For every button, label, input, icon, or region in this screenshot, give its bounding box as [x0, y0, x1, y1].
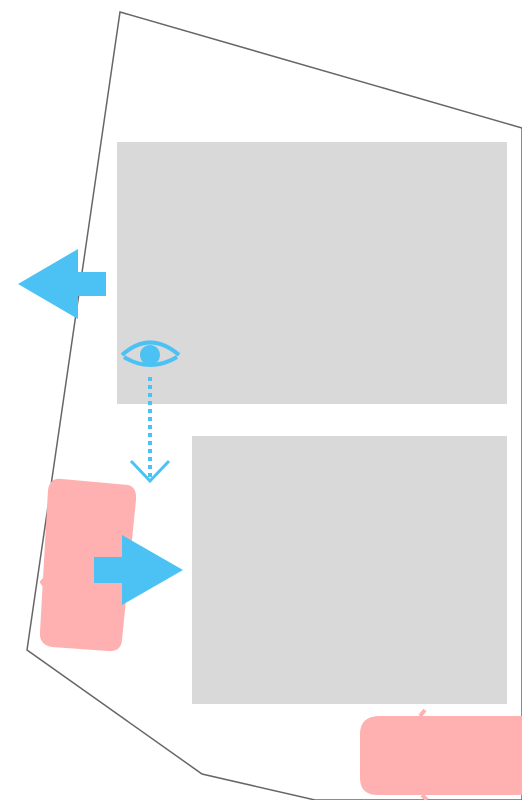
site-boundary [26, 11, 522, 800]
car-left [39, 478, 137, 652]
car-bottom-right [360, 708, 522, 800]
arrow-left-icon [18, 249, 106, 319]
dotted-arrow-down-icon [129, 377, 171, 484]
building-upper [117, 142, 507, 404]
eye-icon [120, 340, 181, 367]
arrow-right-icon [94, 535, 183, 605]
building-lower [192, 436, 507, 704]
